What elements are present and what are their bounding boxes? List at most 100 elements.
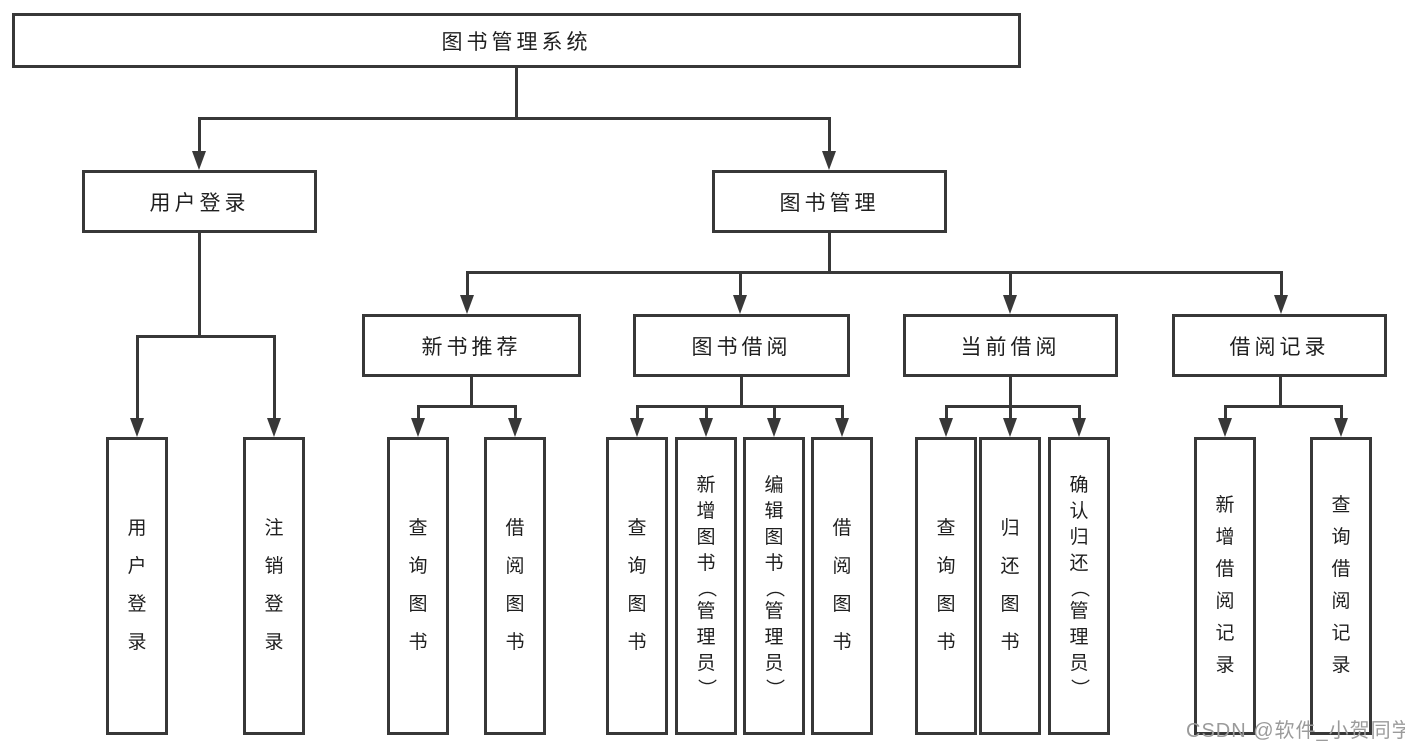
vertical-char: 询: [408, 556, 428, 577]
vertical-char: 阅: [505, 556, 525, 577]
vertical-char: 增: [1215, 527, 1235, 548]
vertical-char: 管: [696, 601, 716, 622]
vertical-char: 借: [832, 518, 852, 539]
vertical-char: 还: [1000, 556, 1020, 577]
vertical-char: 录: [264, 632, 284, 653]
vertical-char: 书: [1000, 632, 1020, 653]
arrowhead-down-icon: [1274, 295, 1288, 314]
vertical-char: 借: [1215, 559, 1235, 580]
leaf-query-books-borrow: 查询图书: [606, 437, 668, 735]
vertical-char: 归: [1000, 518, 1020, 539]
vertical-char: 登: [127, 594, 147, 615]
connector-line: [773, 405, 776, 421]
connector-line: [828, 232, 831, 274]
connector-line: [466, 271, 469, 299]
connector-line: [1009, 271, 1012, 299]
leaf-return-books: 归还图书: [979, 437, 1041, 735]
leaf-query-borrow-record: 查询借阅记录: [1310, 437, 1372, 735]
arrowhead-down-icon: [733, 295, 747, 314]
vertical-char: （: [763, 578, 785, 598]
vertical-char: （: [1068, 578, 1090, 598]
leaf-add-books-admin: 新增图书（管理员）: [675, 437, 737, 735]
arrowhead-down-icon: [767, 418, 781, 437]
arrowhead-down-icon: [699, 418, 713, 437]
vertical-char: 图: [832, 594, 852, 615]
arrowhead-down-icon: [630, 418, 644, 437]
vertical-char: 查: [936, 518, 956, 539]
vertical-char: 新: [696, 475, 716, 496]
connector-line: [515, 66, 518, 120]
connector-line: [273, 335, 276, 421]
vertical-char: 员: [696, 653, 716, 674]
leaf-borrow-books-recommend: 借阅图书: [484, 437, 546, 735]
connector-line: [514, 405, 517, 421]
vertical-char: 理: [696, 627, 716, 648]
leaf-add-borrow-record: 新增借阅记录: [1194, 437, 1256, 735]
connector-line: [417, 405, 420, 421]
node-new-book-recommend: 新书推荐: [362, 314, 581, 377]
vertical-char: 书: [764, 553, 784, 574]
arrowhead-down-icon: [1334, 418, 1348, 437]
vertical-char: 员: [1069, 653, 1089, 674]
vertical-char: 录: [127, 632, 147, 653]
connector-line: [466, 271, 1282, 274]
connector-line: [470, 375, 473, 408]
vertical-char: 辑: [764, 501, 784, 522]
vertical-char: 新: [1215, 495, 1235, 516]
vertical-char: 书: [505, 632, 525, 653]
vertical-char: 查: [1331, 495, 1351, 516]
vertical-char: ）: [1068, 678, 1090, 698]
leaf-edit-books-admin: 编辑图书（管理员）: [743, 437, 805, 735]
vertical-char: 管: [1069, 601, 1089, 622]
vertical-char: 记: [1215, 623, 1235, 644]
vertical-char: 销: [264, 556, 284, 577]
connector-line: [136, 335, 275, 338]
connector-line: [945, 405, 948, 421]
vertical-char: 书: [627, 632, 647, 653]
vertical-char: 理: [1069, 627, 1089, 648]
arrowhead-down-icon: [1218, 418, 1232, 437]
arrowhead-down-icon: [130, 418, 144, 437]
node-book-management: 图书管理: [712, 170, 947, 233]
vertical-char: 图: [627, 594, 647, 615]
leaf-borrow-books: 借阅图书: [811, 437, 873, 735]
connector-line: [198, 117, 201, 155]
arrowhead-down-icon: [1003, 295, 1017, 314]
leaf-query-books-recommend: 查询图书: [387, 437, 449, 735]
vertical-char: 阅: [1331, 591, 1351, 612]
vertical-char: 图: [696, 527, 716, 548]
connector-line: [705, 405, 708, 421]
node-borrow-records: 借阅记录: [1172, 314, 1387, 377]
vertical-char: 户: [127, 556, 147, 577]
arrowhead-down-icon: [822, 151, 836, 170]
arrowhead-down-icon: [1003, 418, 1017, 437]
vertical-char: 书: [408, 632, 428, 653]
leaf-user-login: 用户登录: [106, 437, 168, 735]
vertical-char: 询: [936, 556, 956, 577]
vertical-char: 询: [627, 556, 647, 577]
connector-line: [828, 117, 831, 155]
connector-line: [198, 232, 201, 337]
node-current-borrow: 当前借阅: [903, 314, 1118, 377]
leaf-confirm-return-admin: 确认归还（管理员）: [1048, 437, 1110, 735]
connector-line: [1009, 405, 1012, 421]
vertical-char: ）: [695, 678, 717, 698]
vertical-char: 阅: [1215, 591, 1235, 612]
vertical-char: 书: [696, 553, 716, 574]
connector-line: [198, 117, 830, 120]
vertical-char: 归: [1069, 527, 1089, 548]
connector-line: [1340, 405, 1343, 421]
vertical-char: 图: [936, 594, 956, 615]
vertical-char: 阅: [832, 556, 852, 577]
connector-line: [841, 405, 844, 421]
vertical-char: 借: [505, 518, 525, 539]
vertical-char: 还: [1069, 553, 1089, 574]
vertical-char: ）: [763, 678, 785, 698]
arrowhead-down-icon: [192, 151, 206, 170]
vertical-char: 录: [1331, 655, 1351, 676]
arrowhead-down-icon: [411, 418, 425, 437]
arrowhead-down-icon: [835, 418, 849, 437]
vertical-char: 管: [764, 601, 784, 622]
vertical-char: 书: [832, 632, 852, 653]
vertical-char: 借: [1331, 559, 1351, 580]
